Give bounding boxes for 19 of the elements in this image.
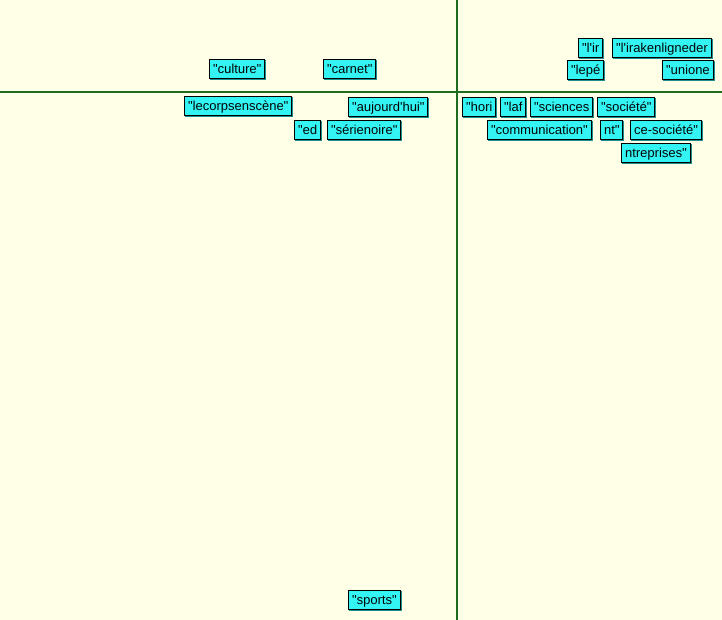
category-label: "hori xyxy=(462,97,496,117)
category-label: "l'ir xyxy=(578,38,604,58)
category-label: "sports" xyxy=(348,590,401,610)
category-label: "société" xyxy=(597,97,656,117)
category-label: ce-société" xyxy=(630,120,702,140)
category-label: "lepé xyxy=(567,60,604,80)
category-label: "carnet" xyxy=(323,59,376,79)
category-label: "lecorpsenscène" xyxy=(184,96,292,116)
category-label: nt" xyxy=(600,120,624,140)
category-label: ntreprises" xyxy=(621,143,691,163)
category-label: "culture" xyxy=(209,59,266,79)
category-label: "sérienoire" xyxy=(327,120,402,140)
category-label: "laf xyxy=(500,97,526,117)
category-label: "ed xyxy=(294,120,322,140)
category-label: "aujourd'hui" xyxy=(348,97,428,117)
category-label: "unione xyxy=(662,60,714,80)
category-label: "l'irakenligneder xyxy=(612,38,712,58)
category-label: "communication" xyxy=(487,120,592,140)
category-label: "sciences xyxy=(530,97,594,117)
